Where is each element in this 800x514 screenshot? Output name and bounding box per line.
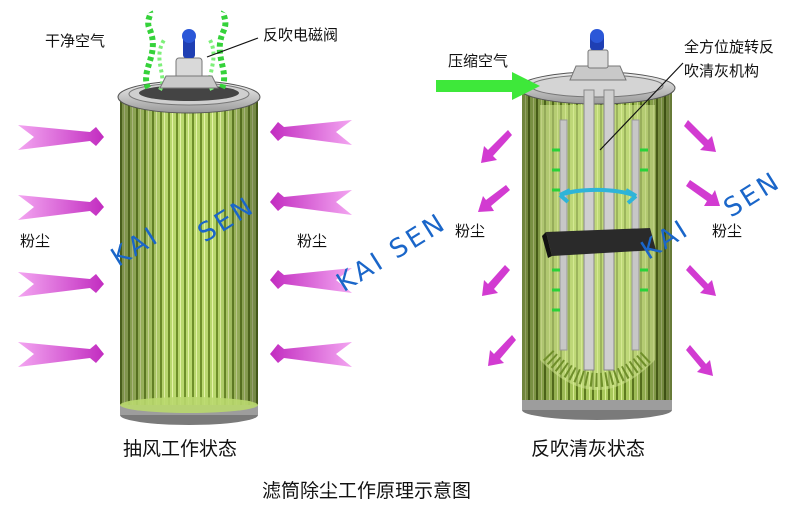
left-filter-cartridge [117, 80, 261, 425]
left-incoming-dust-arrows [18, 125, 104, 367]
clean-air-label: 干净空气 [45, 32, 106, 50]
compressed-air-label: 压缩空气 [448, 52, 509, 70]
rotary-mechanism [542, 89, 656, 371]
left-state-caption: 抽风工作状态 [123, 438, 238, 460]
dust-label-left-1: 粉尘 [20, 232, 51, 250]
rotary-leader-line [599, 62, 684, 151]
dust-label-right-1: 粉尘 [455, 222, 486, 240]
right-incoming-dust-arrows [270, 120, 352, 367]
right-valve-icon [569, 29, 627, 81]
clean-air-flow-icon [143, 10, 229, 91]
rotary-mechanism-label-line2: 吹清灰机构 [684, 62, 760, 80]
reverse-valve-label: 反吹电磁阀 [263, 26, 339, 44]
valve-leader-line [206, 37, 259, 58]
rotary-mechanism-label-line1: 全方位旋转反 [684, 38, 775, 56]
compressed-air-arrow [436, 72, 540, 100]
solenoid-valve-icon [159, 29, 219, 89]
diagram-title: 滤筒除尘工作原理示意图 [262, 480, 472, 502]
right-filter-cartridge [518, 71, 676, 420]
right-right-outgoing-dust-arrows [684, 120, 720, 376]
right-state-caption: 反吹清灰状态 [531, 438, 646, 460]
right-left-outgoing-dust-arrows [478, 130, 516, 366]
dust-label-left-2: 粉尘 [297, 232, 328, 250]
dust-label-right-2: 粉尘 [712, 222, 743, 240]
